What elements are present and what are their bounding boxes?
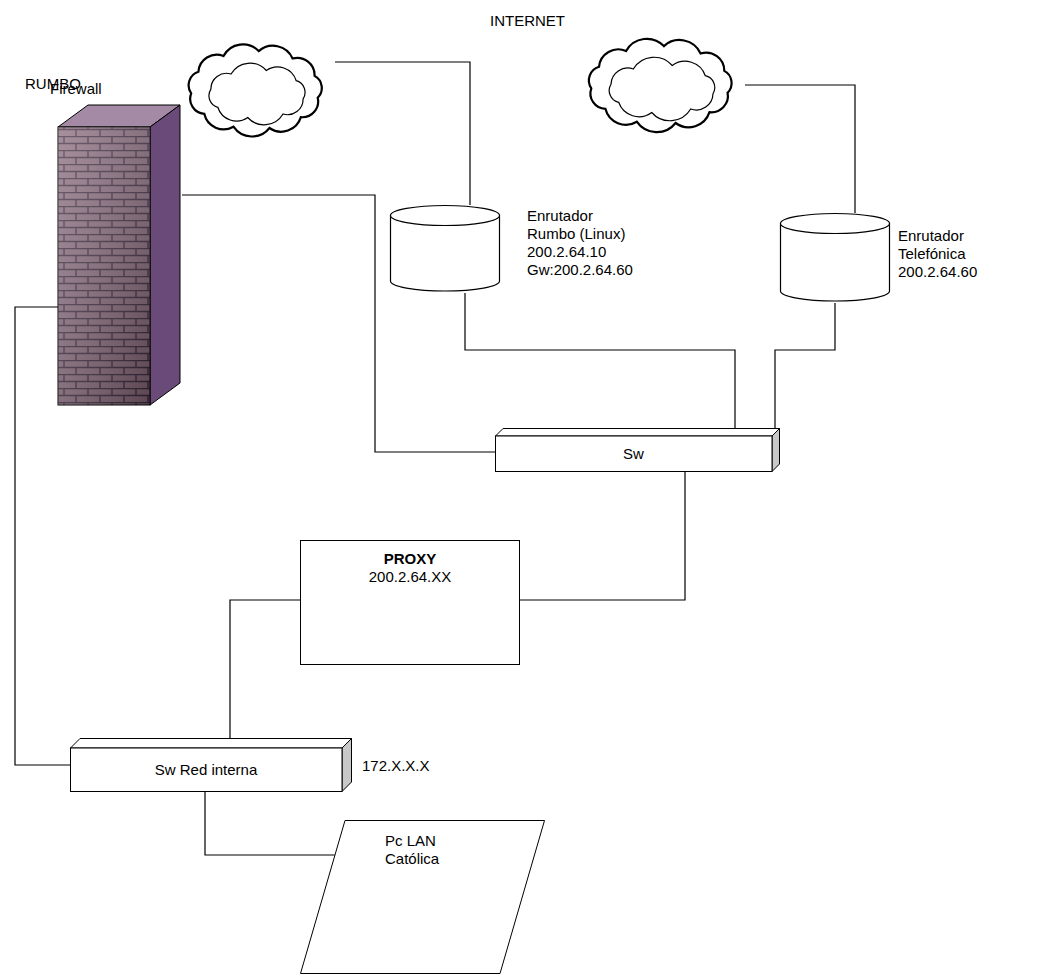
network-link	[775, 303, 835, 428]
switch-box: Sw Red interna	[70, 738, 352, 792]
node-text: Sw Red interna	[155, 761, 258, 779]
node-text: INTERNET	[490, 12, 565, 30]
node-text: Enrutador	[898, 227, 977, 245]
node-text: Sw	[623, 445, 644, 463]
router-cylinder: EnrutadorRumbo (Linux)200.2.64.10Gw:200.…	[390, 205, 675, 293]
firewall-box: Firewall	[58, 80, 182, 407]
router-cylinder: EnrutadorTelefónica200.2.64.60	[780, 213, 1050, 303]
firewall-box-outline	[58, 80, 182, 407]
network-link	[465, 293, 735, 428]
network-link	[335, 62, 470, 205]
node-text: Gw:200.2.64.60	[527, 261, 633, 279]
network-link	[520, 472, 685, 600]
network-cloud-outline	[488, 12, 745, 137]
node-text: PROXY	[300, 550, 520, 568]
text-block: Sw	[495, 436, 772, 472]
node-text: Pc LAN Católica	[385, 832, 470, 868]
text-block: Pc LAN Católica	[385, 832, 470, 868]
node-text: 200.2.64.10	[527, 243, 633, 261]
pc-parallelogram: Pc LAN Católica	[300, 820, 545, 974]
switch-box: Sw	[495, 428, 780, 472]
node-text: 200.2.64.60	[898, 263, 977, 281]
address-label: 172.X.X.X	[362, 757, 430, 775]
text-block: EnrutadorTelefónica200.2.64.60	[898, 227, 977, 281]
network-cloud: INTERNET	[488, 12, 745, 137]
text-block: PROXY200.2.64.XX	[300, 550, 520, 586]
network-link	[230, 600, 300, 738]
address-label-text: 172.X.X.X	[362, 757, 430, 775]
node-text: Rumbo (Linux)	[527, 225, 633, 243]
node-text: Telefónica	[898, 245, 977, 263]
proxy-box: PROXY200.2.64.XX	[300, 540, 520, 665]
node-text: Firewall	[50, 80, 102, 98]
network-link	[745, 85, 855, 213]
text-block: Sw Red interna	[70, 748, 342, 792]
text-block: EnrutadorRumbo (Linux)200.2.64.10Gw:200.…	[527, 207, 633, 279]
node-text: Enrutador	[527, 207, 633, 225]
network-link	[205, 792, 335, 855]
text-block: INTERNET	[490, 12, 565, 30]
node-text: 200.2.64.XX	[300, 568, 520, 586]
text-block: Firewall	[50, 80, 102, 98]
